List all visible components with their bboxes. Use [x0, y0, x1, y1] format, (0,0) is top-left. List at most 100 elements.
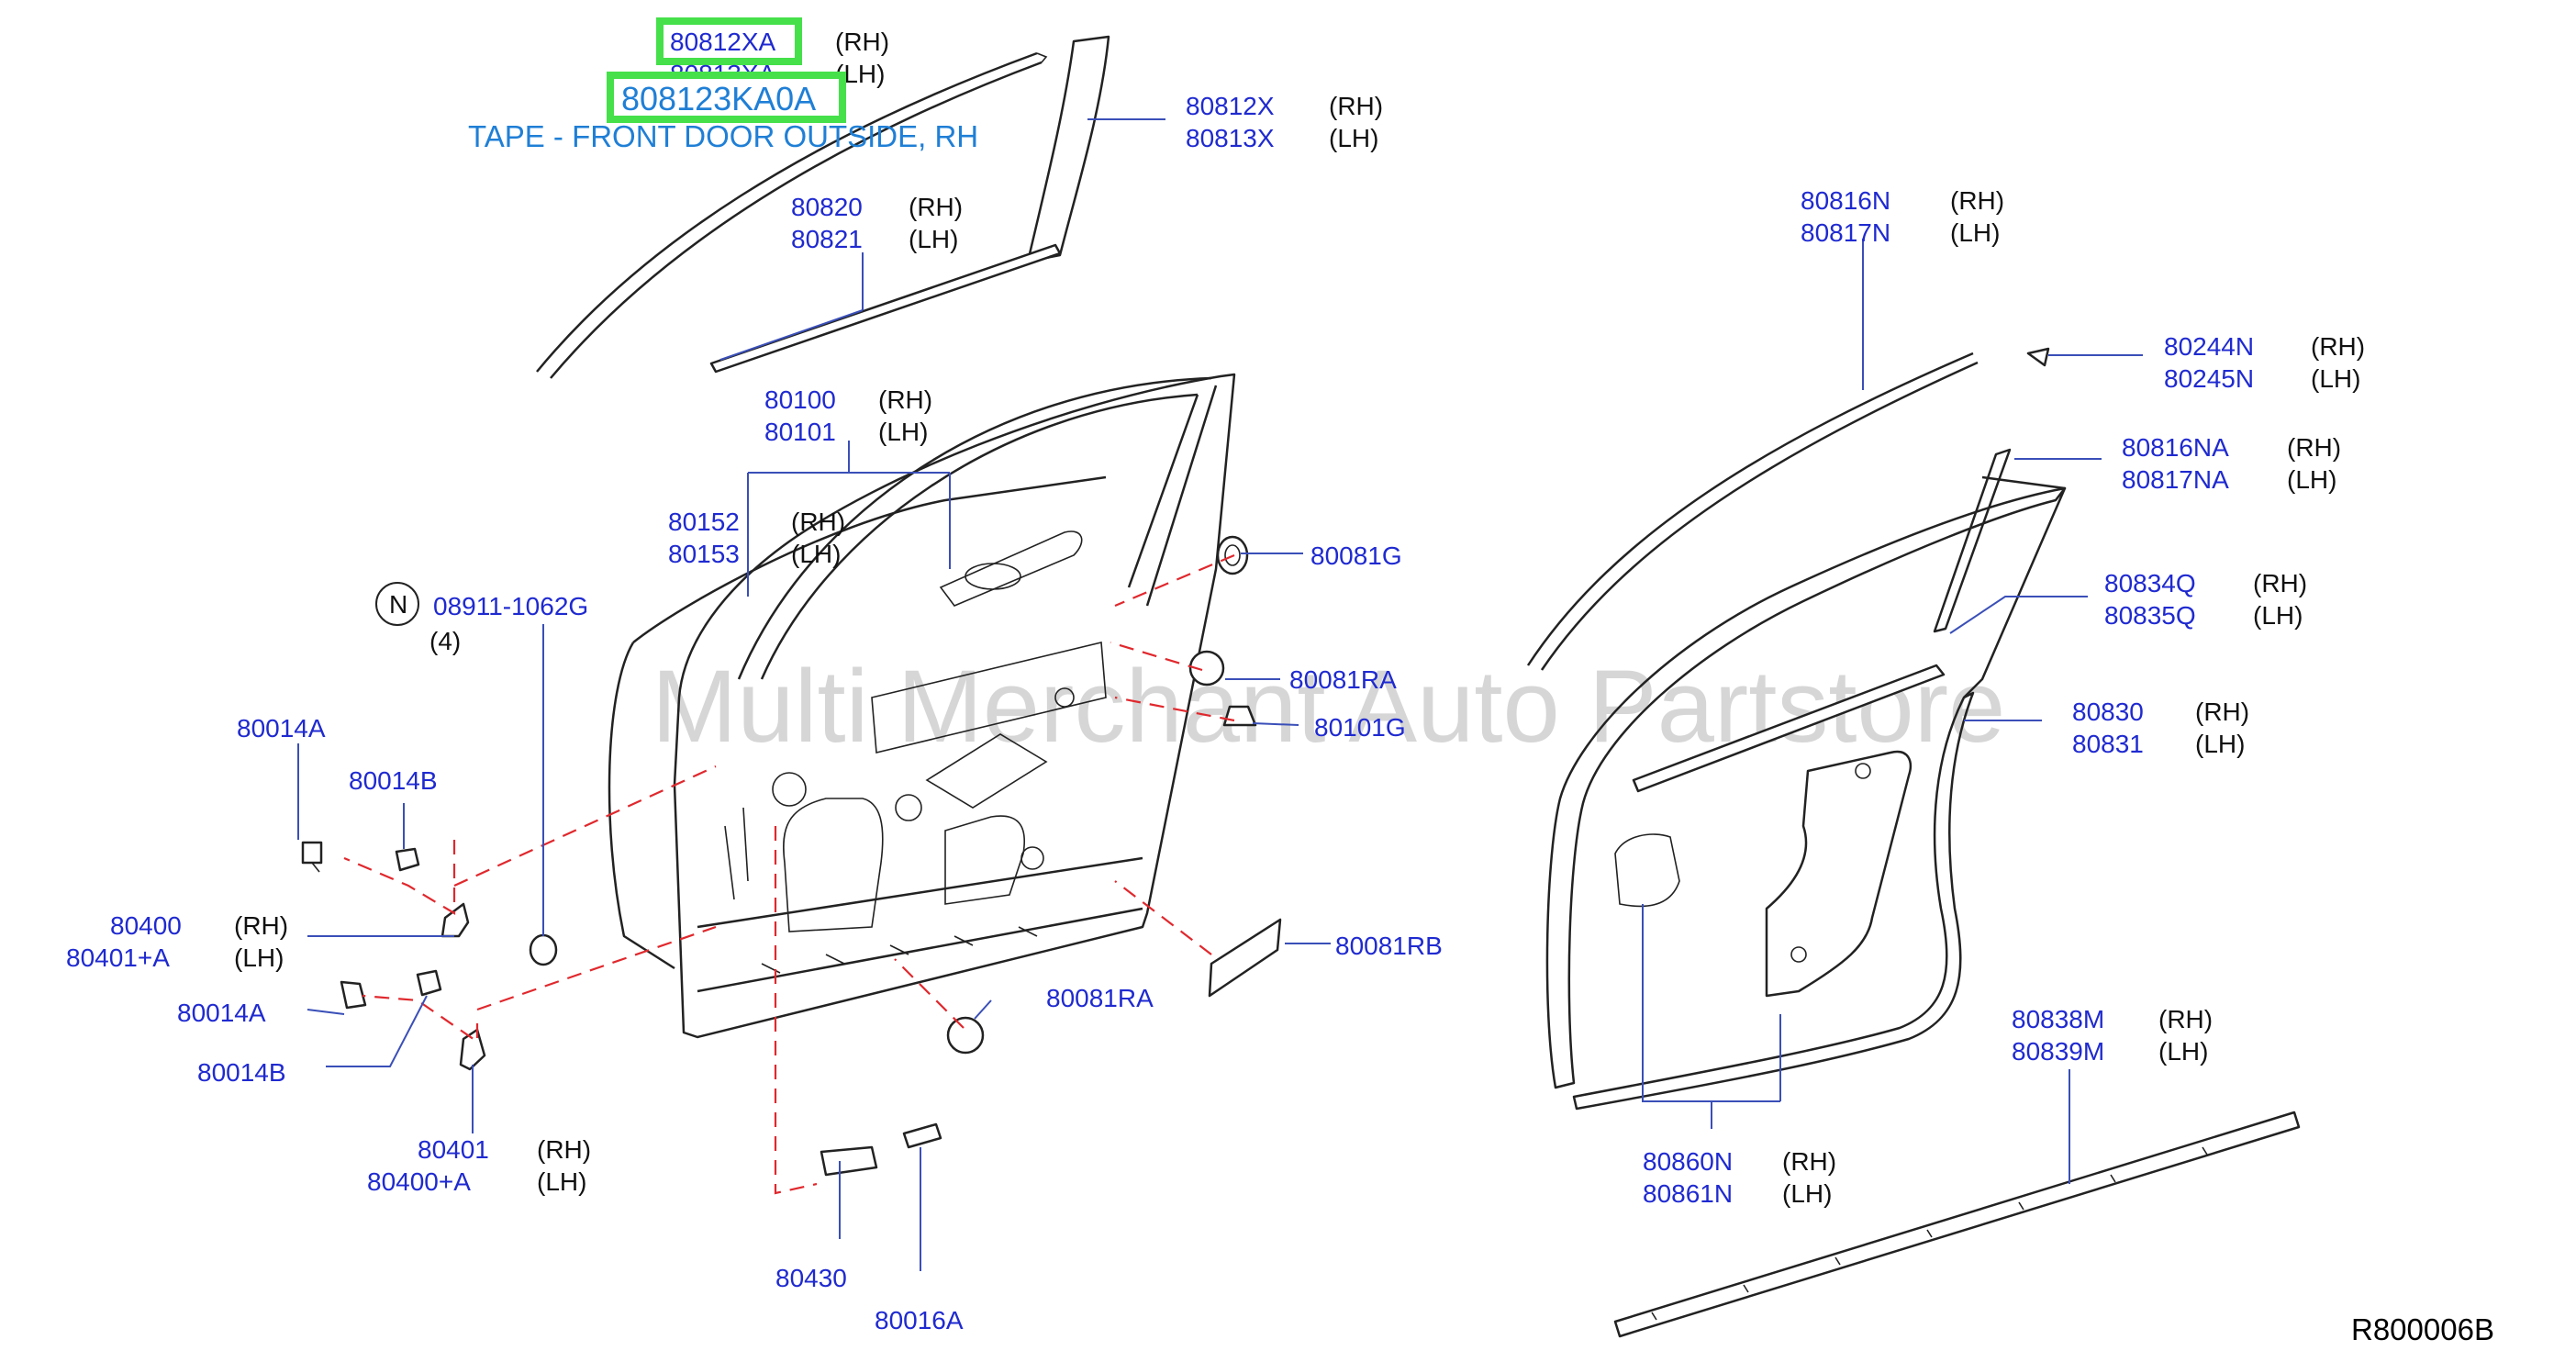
callout-80016a[interactable]: 80016A [875, 1306, 964, 1334]
side-label: (LH) [2195, 730, 2245, 758]
callout-80830[interactable]: 80830 (RH) 80831 (LH) [2072, 698, 2249, 758]
plug-lower-part [946, 1016, 985, 1055]
plug-part [1188, 650, 1225, 687]
part-number[interactable]: 80153 [668, 540, 740, 568]
part-number[interactable]: 80101 [764, 418, 836, 446]
callout-08911-1062g[interactable]: N 08911-1062G (4) [375, 582, 588, 655]
callout-80014a-lower[interactable]: 80014A [177, 999, 266, 1027]
side-label: (RH) [2195, 698, 2249, 726]
part-number[interactable]: 80081RB [1335, 932, 1443, 960]
part-number[interactable]: 80817NA [2122, 465, 2229, 494]
callout-80820[interactable]: 80820 (RH) 80821 (LH) [791, 193, 963, 253]
callout-80401[interactable]: 80401 (RH) 80400+A (LH) [367, 1135, 591, 1196]
part-number[interactable]: 80014A [177, 999, 266, 1027]
callout-80081rb[interactable]: 80081RB [1335, 932, 1443, 960]
part-number[interactable]: 80081RA [1046, 984, 1154, 1012]
side-label: (RH) [1950, 186, 2004, 215]
part-number[interactable]: 80834Q [2104, 569, 2196, 597]
highlight-box [607, 72, 846, 123]
callout-80838m[interactable]: 80838M (RH) 80839M (LH) [2012, 1005, 2213, 1066]
side-label: (LH) [878, 418, 928, 446]
callout-80081g[interactable]: 80081G [1310, 541, 1402, 570]
part-number[interactable]: 80820 [791, 193, 863, 221]
part-number[interactable]: 80101G [1314, 713, 1406, 742]
part-number[interactable]: 80830 [2072, 698, 2144, 726]
part-number[interactable]: 80245N [2164, 364, 2254, 393]
part-number[interactable]: 80016A [875, 1306, 964, 1334]
part-number[interactable]: 80831 [2072, 730, 2144, 758]
part-number[interactable]: 80014B [197, 1058, 286, 1087]
callout-80152[interactable]: 80152 (RH) 80153 (LH) [668, 508, 845, 568]
callout-80816na[interactable]: 80816NA (RH) 80817NA (LH) [2122, 433, 2341, 494]
side-label: (RH) [791, 508, 845, 536]
selected-part-number[interactable]: 808123KA0A [621, 80, 816, 117]
part-number[interactable]: 80100 [764, 385, 836, 414]
part-number[interactable]: 80014A [237, 714, 326, 742]
part-number[interactable]: 80817N [1801, 218, 1890, 247]
part-number[interactable]: 80812XA [670, 28, 776, 56]
callout-80400[interactable]: 80400 (RH) 80401+A (LH) [66, 911, 288, 972]
part-number[interactable]: 80839M [2012, 1037, 2104, 1066]
part-number[interactable]: 80401+A [66, 943, 170, 972]
part-number[interactable]: 80813X [1186, 124, 1275, 152]
callout-80014b-lower[interactable]: 80014B [197, 1058, 286, 1087]
side-label: (LH) [1782, 1179, 1832, 1208]
sealing-patch-part [1208, 918, 1282, 998]
side-label: (RH) [878, 385, 932, 414]
part-number[interactable]: 80838M [2012, 1005, 2104, 1033]
door-weatherstrip-part [1545, 475, 2067, 1111]
part-number[interactable]: 80081RA [1289, 665, 1397, 694]
callout-80860n[interactable]: 80860N (RH) 80861N (LH) [1643, 1147, 1836, 1208]
part-number[interactable]: 80401 [418, 1135, 489, 1164]
part-number[interactable]: 80152 [668, 508, 740, 536]
selected-part-callout[interactable]: 808123KA0A TAPE - FRONT DOOR OUTSIDE, RH [468, 72, 978, 153]
part-number[interactable]: 80821 [791, 225, 863, 253]
side-label: (LH) [791, 540, 841, 568]
side-label: (RH) [2253, 569, 2307, 597]
side-label: (LH) [2253, 601, 2303, 630]
side-label: (LH) [909, 225, 958, 253]
part-number[interactable]: 80816NA [2122, 433, 2229, 462]
vertical-seal-part [1933, 448, 2012, 633]
callout-80430[interactable]: 80430 [775, 1264, 847, 1292]
part-number[interactable]: 80081G [1310, 541, 1402, 570]
side-label: (RH) [835, 28, 889, 56]
part-number[interactable]: 80812X [1186, 92, 1275, 120]
callout-80834q[interactable]: 80834Q (RH) 80835Q (LH) [2104, 569, 2307, 630]
side-label: (RH) [537, 1135, 591, 1164]
callout-80081ra-lower[interactable]: 80081RA [1046, 984, 1154, 1012]
part-number[interactable]: 80400 [110, 911, 182, 940]
part-number[interactable]: 80835Q [2104, 601, 2196, 630]
part-number[interactable]: 80244N [2164, 332, 2254, 361]
callout-80081ra[interactable]: 80081RA [1289, 665, 1397, 694]
roof-moulding-part [536, 51, 1048, 379]
part-number[interactable]: 80430 [775, 1264, 847, 1292]
n-symbol: N [389, 590, 407, 619]
callout-80812x[interactable]: 80812X (RH) 80813X (LH) [1186, 92, 1383, 152]
part-number[interactable]: 80400+A [367, 1167, 471, 1196]
callout-80816n[interactable]: 80816N (RH) 80817N (LH) [1801, 186, 2004, 247]
side-label: (RH) [2158, 1005, 2213, 1033]
callout-80101g[interactable]: 80101G [1314, 713, 1406, 742]
side-label: (RH) [2311, 332, 2365, 361]
callout-80014a-upper[interactable]: 80014A [237, 714, 326, 742]
sash-outer-part [1526, 352, 1979, 671]
part-number[interactable]: 08911-1062G [433, 592, 588, 620]
selected-part-description: TAPE - FRONT DOOR OUTSIDE, RH [468, 119, 978, 153]
quantity-label: (4) [429, 627, 461, 655]
diagram-reference: R800006B [2351, 1312, 2494, 1346]
callout-80100[interactable]: 80100 (RH) 80101 (LH) [764, 385, 932, 446]
part-number[interactable]: 80816N [1801, 186, 1890, 215]
side-label: (LH) [2311, 364, 2360, 393]
part-number[interactable]: 80014B [349, 766, 438, 795]
callout-80014b-upper[interactable]: 80014B [349, 766, 438, 795]
callout-80244n[interactable]: 80244N (RH) 80245N (LH) [2164, 332, 2365, 393]
part-number[interactable]: 80861N [1643, 1179, 1733, 1208]
front-door-shell-part [608, 373, 1236, 1039]
bolt-part [529, 933, 558, 966]
sill-moulding-part [1613, 1111, 2301, 1338]
sealing-screen-part [1614, 750, 1912, 998]
part-number[interactable]: 80860N [1643, 1147, 1733, 1176]
highlight-bg [610, 75, 842, 119]
side-label: (LH) [1950, 218, 2000, 247]
